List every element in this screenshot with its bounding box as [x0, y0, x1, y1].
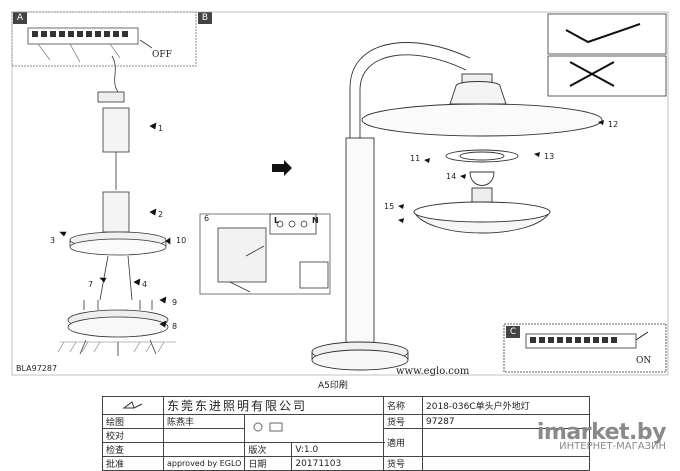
lamp-head	[361, 73, 603, 234]
panel-c-label: C	[506, 326, 520, 338]
draw-label: 绘图	[102, 414, 164, 429]
approved-by: approved by EGLO	[162, 456, 246, 471]
check-label: 校对	[102, 428, 164, 443]
model-label: 货号	[383, 456, 423, 471]
logo-cell	[102, 396, 164, 415]
callout-15: 15	[384, 202, 395, 211]
version-value: V:1.0	[291, 442, 384, 457]
callout-2: 2	[158, 210, 164, 219]
callout-4: 4	[142, 280, 148, 289]
check-value	[162, 428, 246, 443]
draw-value: 陈燕丰	[162, 414, 246, 429]
review-value	[162, 442, 246, 457]
callout-arrows-b	[398, 120, 604, 223]
title-block: 东莞东进照明有限公司 名称 2018-036C单头户外地灯 绘图 陈燕丰 货号 …	[102, 396, 590, 471]
callout-3: 3	[50, 236, 56, 245]
ground-hatch	[57, 341, 176, 353]
watermark-sub: ИНТЕРНЕТ-МАГАЗИН	[559, 441, 666, 452]
projection-symbol-icon	[253, 422, 283, 432]
panel-a-label: A	[13, 12, 27, 24]
eglo-logo-icon	[122, 400, 143, 408]
switch-on-label: ON	[636, 356, 652, 366]
wiring-inset	[199, 213, 331, 295]
terminal-strip-off	[27, 27, 153, 63]
wiring-label-l: L	[274, 216, 280, 225]
callout-11: 11	[410, 154, 421, 163]
website: www.eglo.com	[396, 366, 470, 377]
applicable-label: 適用	[383, 428, 423, 457]
number-label: 货号	[383, 414, 423, 429]
callout-7: 7	[88, 280, 94, 289]
panel-b-label: B	[198, 12, 212, 24]
wiring-label-n: N	[312, 216, 319, 225]
model-value	[422, 456, 590, 471]
direction-arrow	[272, 160, 292, 176]
watermark-brand: imarket.by	[536, 420, 667, 445]
panel-c	[503, 323, 667, 373]
detail-box-wrong	[547, 55, 667, 97]
date-label: 日期	[244, 456, 293, 471]
detail-box-correct	[547, 13, 667, 55]
callout-9: 9	[172, 298, 178, 307]
approve-label: 批准	[102, 456, 164, 471]
name-label: 名称	[383, 396, 423, 415]
callout-6: 6	[204, 214, 210, 223]
callout-13: 13	[544, 152, 555, 161]
name-value: 2018-036C单头户外地灯	[422, 396, 590, 415]
installation-drawing	[11, 11, 669, 376]
callout-12: 12	[608, 120, 619, 129]
callout-14: 14	[446, 172, 457, 181]
model-code: BLA97287	[16, 364, 58, 373]
company-name: 东莞东进照明有限公司	[163, 396, 384, 415]
projection-symbol-cell	[244, 414, 384, 443]
callout-10: 10	[176, 236, 187, 245]
date-value: 20171103	[291, 456, 384, 471]
callout-8: 8	[172, 322, 178, 331]
exploded-assembly	[67, 55, 169, 356]
drawing-border	[11, 11, 669, 376]
callout-arrows-a	[59, 122, 171, 328]
version-label: 版次	[244, 442, 293, 457]
lamp-post	[311, 42, 471, 371]
switch-off-label: OFF	[152, 50, 172, 60]
callout-1: 1	[158, 124, 164, 133]
print-size-label: A5印刷	[318, 381, 348, 391]
review-label: 检查	[102, 442, 164, 457]
watermark: imarket.by ИНТЕРНЕТ-МАГАЗИН	[536, 420, 667, 452]
